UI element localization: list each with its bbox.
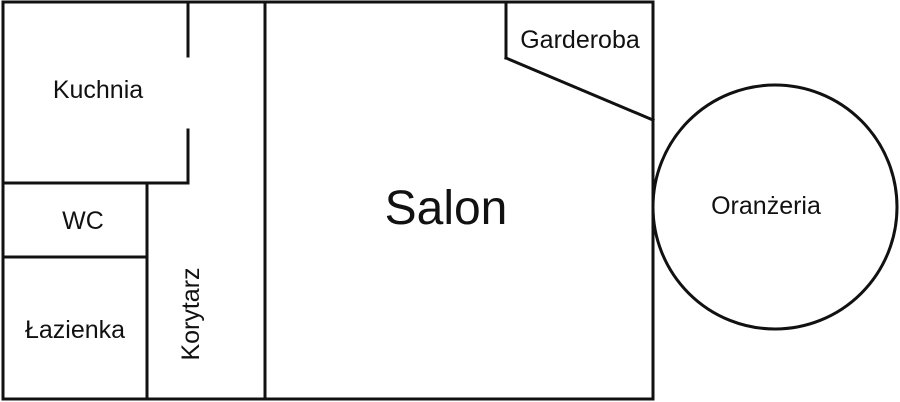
room-labels: Kuchnia WC Łazienka Korytarz Salon Garde… bbox=[25, 26, 821, 361]
room-label-kuchnia: Kuchnia bbox=[53, 76, 143, 104]
wardrobe-wall-diagonal bbox=[504, 56, 655, 122]
room-label-salon: Salon bbox=[385, 182, 508, 235]
room-label-oranzeria: Oranżeria bbox=[711, 192, 821, 220]
room-label-korytarz: Korytarz bbox=[177, 267, 205, 360]
orangery-wall bbox=[651, 83, 899, 331]
room-label-lazienka: Łazienka bbox=[25, 316, 125, 344]
room-label-wc: WC bbox=[62, 207, 104, 235]
room-label-garderoba: Garderoba bbox=[520, 26, 640, 54]
